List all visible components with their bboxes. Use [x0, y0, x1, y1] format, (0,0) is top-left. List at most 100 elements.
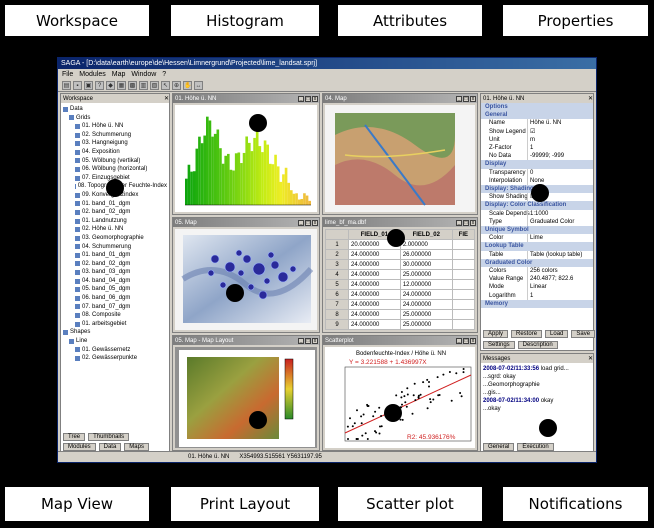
tree-item[interactable]: 04. Schummerung	[63, 243, 167, 252]
restore-button[interactable]: Restore	[511, 330, 543, 338]
close-icon[interactable]: x	[312, 337, 318, 344]
tree-item[interactable]: 08. Composite	[63, 311, 167, 320]
property-section[interactable]: Memory	[481, 299, 593, 309]
tree-item[interactable]: 01. Höhe ü. NN	[63, 122, 167, 131]
minimize-icon[interactable]: _	[456, 219, 462, 226]
tree-item[interactable]: 05. Wölbung (vertikal)	[63, 157, 167, 166]
close-icon[interactable]: x	[312, 219, 318, 226]
maximize-icon[interactable]: □	[305, 219, 311, 226]
tree-item[interactable]: Data	[63, 105, 167, 114]
histogram-window[interactable]: 01. Höhe ü. NN _□x	[172, 93, 320, 215]
property-value[interactable]: Lime	[527, 234, 593, 243]
maximize-icon[interactable]: □	[305, 337, 311, 344]
property-section[interactable]: Graduated Color	[481, 258, 593, 268]
open-icon[interactable]: ▤	[62, 80, 71, 90]
tree-item[interactable]: 02. band_02_dgm	[63, 260, 167, 269]
property-value[interactable]: None	[527, 176, 593, 186]
attributes-window[interactable]: lime_bf_ma.dbf _□x FIELD_01 FIELD_02 FIE…	[322, 217, 478, 333]
property-section[interactable]: Unique Symbol	[481, 226, 593, 235]
maximize-icon[interactable]: □	[463, 219, 469, 226]
tab-general[interactable]: General	[483, 443, 515, 451]
tree-item[interactable]: Grids	[63, 114, 167, 123]
minimize-icon[interactable]: _	[298, 95, 304, 102]
property-section[interactable]: Display	[481, 160, 593, 169]
tree-item[interactable]: 04. Exposition	[63, 148, 167, 157]
measure-icon[interactable]: ↔	[194, 80, 203, 90]
tree-item[interactable]: Line	[63, 337, 167, 346]
tab-thumbnails[interactable]: Thumbnails	[88, 433, 130, 441]
tab-execution[interactable]: Execution	[517, 443, 554, 451]
map04-window[interactable]: 04. Map _□x	[322, 93, 478, 215]
layout-window[interactable]: 05. Map - Map Layout _□x	[172, 335, 320, 451]
settings-icon[interactable]: ▣	[84, 80, 93, 90]
property-row[interactable]: No Data-99999; -999	[481, 152, 593, 161]
table-header[interactable]: FIELD_02	[399, 229, 453, 240]
table-icon[interactable]: ▧	[150, 80, 159, 90]
minimize-icon[interactable]: _	[298, 337, 304, 344]
help-icon[interactable]: ?	[95, 80, 104, 90]
tab-description[interactable]: Description	[517, 341, 558, 349]
minimize-icon[interactable]: _	[456, 337, 462, 344]
close-icon[interactable]: x	[312, 95, 318, 102]
select-icon[interactable]: ↖	[161, 80, 170, 90]
tree-item[interactable]: Shapes	[63, 328, 167, 337]
property-value[interactable]: ☑	[527, 127, 593, 136]
property-value[interactable]: Höhe ü. NN	[527, 119, 593, 128]
tree-item[interactable]: 01. arbeitsgebiet	[63, 320, 167, 329]
save-icon[interactable]: ▪	[73, 80, 82, 90]
tree-item[interactable]: 01. band_01_dgm	[63, 251, 167, 260]
tree-item[interactable]: 05. band_05_dgm	[63, 285, 167, 294]
tree-item[interactable]: 02. Schummerung	[63, 131, 167, 140]
tree-item[interactable]: 02. band_02_dgm	[63, 208, 167, 217]
close-icon[interactable]: ✕	[587, 96, 593, 102]
property-value[interactable]: 1	[527, 291, 593, 300]
table-header[interactable]: FIELD_01	[348, 229, 401, 240]
property-value[interactable]: m	[527, 135, 593, 145]
load-button[interactable]: Load	[545, 330, 569, 338]
property-value[interactable]: 240.4877; 822.6	[527, 275, 593, 284]
menu-modules[interactable]: Modules	[79, 70, 106, 78]
property-value[interactable]: 1	[527, 144, 593, 153]
menu-window[interactable]: Window	[131, 70, 157, 78]
save-button[interactable]: Save	[571, 330, 596, 338]
menu-map[interactable]: Map	[111, 70, 126, 78]
property-row[interactable]: Show Legend☑	[481, 127, 593, 136]
table-header[interactable]: FIE	[451, 229, 475, 240]
property-section[interactable]: Options	[481, 103, 593, 112]
tab-modules[interactable]: Modules	[63, 443, 96, 451]
property-value[interactable]: Linear	[527, 283, 593, 292]
maximize-icon[interactable]: □	[463, 337, 469, 344]
minimize-icon[interactable]: _	[456, 95, 462, 102]
close-icon[interactable]: ✕	[587, 356, 593, 362]
tree-item[interactable]: 03. Geomorphographie	[63, 234, 167, 243]
tree-item[interactable]: 08. Topografischer Feuchte-Index	[63, 182, 167, 191]
tree-item[interactable]: 01. Landnutzung	[63, 217, 167, 226]
property-section[interactable]: Display: Shading	[481, 185, 593, 194]
property-value[interactable]: 1:1000	[527, 209, 593, 218]
scatter-window[interactable]: Scatterplot _□x Bodenfeuchte-Index / Höh…	[322, 335, 478, 451]
property-section[interactable]: Display: Color Classification	[481, 201, 593, 210]
apply-button[interactable]: Apply	[483, 330, 509, 338]
close-icon[interactable]: x	[470, 219, 476, 226]
property-row[interactable]: Show Shading☑	[481, 193, 593, 202]
property-value[interactable]: Graduated Color	[527, 217, 593, 227]
layer-icon[interactable]: ◆	[106, 80, 115, 90]
pan-icon[interactable]: ✋	[183, 80, 192, 90]
property-value[interactable]: Table (lookup table)	[527, 250, 593, 259]
